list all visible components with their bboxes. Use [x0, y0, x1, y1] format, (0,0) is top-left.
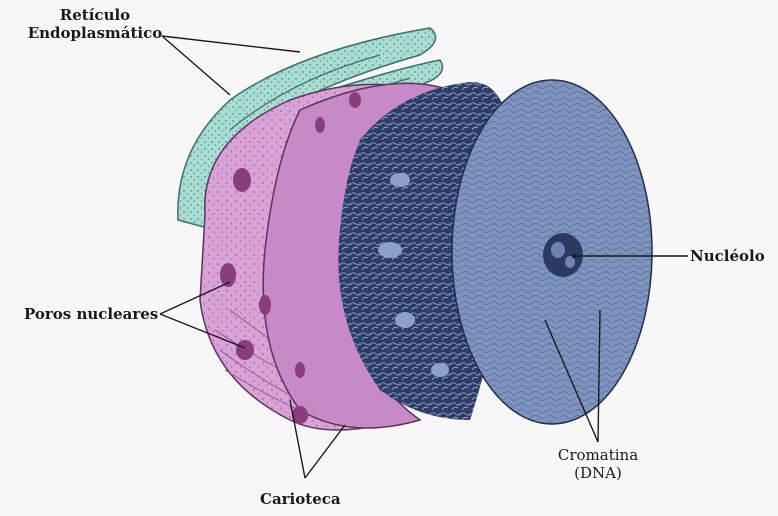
label-cromatina-line1: Cromatina: [548, 446, 648, 464]
label-cromatina: Cromatina (DNA): [548, 446, 648, 482]
label-cromatina-line2: (DNA): [548, 464, 648, 482]
label-carioteca: Carioteca: [260, 490, 341, 508]
label-reticulo-line1: Retículo: [20, 6, 170, 24]
label-poros-nucleares: Poros nucleares: [24, 305, 158, 323]
nucleolus: [543, 233, 583, 277]
label-reticulo-line2: Endoplasmático: [20, 24, 170, 42]
label-reticulo: Retículo Endoplasmático: [20, 6, 170, 42]
nucleolus-pointer-dot: [572, 254, 576, 258]
label-nucleolo: Nucléolo: [690, 247, 765, 265]
